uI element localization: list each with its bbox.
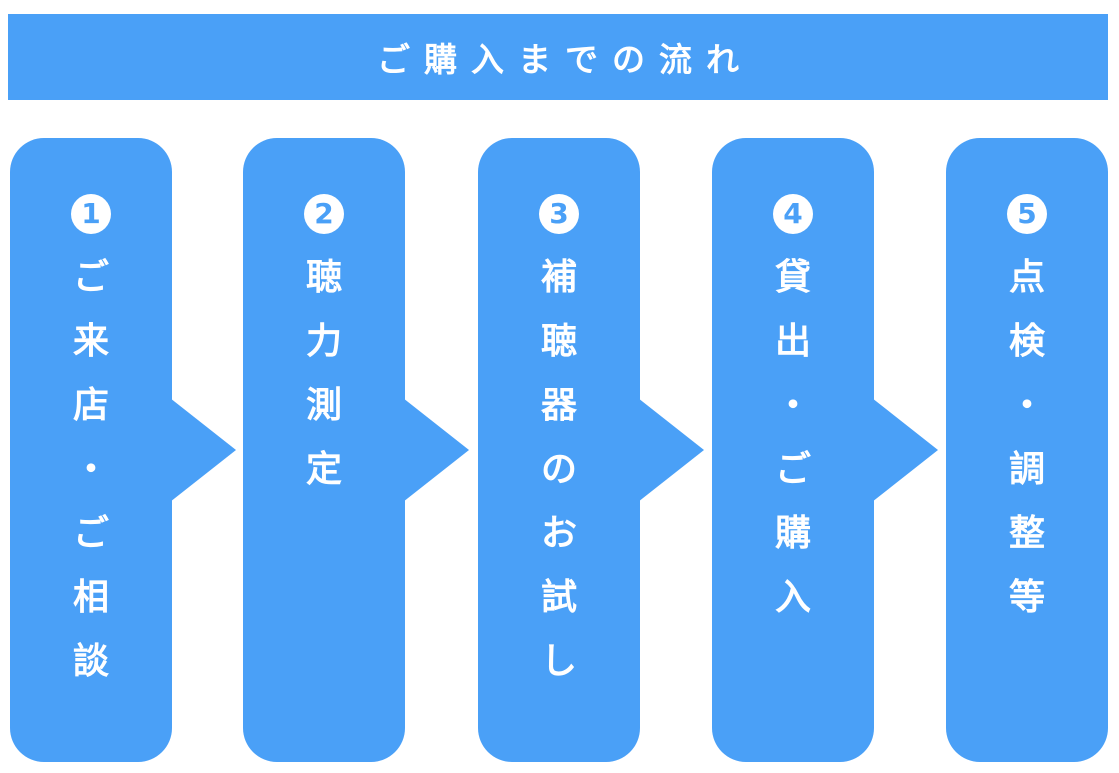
step-char: 検 <box>1008 321 1045 362</box>
step-char: 店 <box>72 385 109 426</box>
flow-step-5: 5 点 検 ・ 調 整 等 <box>946 138 1108 762</box>
step-number-badge: 1 <box>71 194 111 234</box>
flow-arrow-icon <box>170 398 236 502</box>
step-char: 整 <box>1008 513 1045 554</box>
step-number-badge: 5 <box>1007 194 1047 234</box>
step-char: ・ <box>1008 385 1045 426</box>
step-char: 調 <box>1008 449 1045 490</box>
step-char: お <box>540 513 577 554</box>
step-char: 力 <box>305 321 342 362</box>
flow-arrow-icon <box>638 398 704 502</box>
flow-step-1: 1 ご 来 店 ・ ご 相 談 <box>10 138 172 762</box>
step-char: 聴 <box>540 321 577 362</box>
flow-arrow-icon <box>872 398 938 502</box>
step-label: 貸 出 ・ ご 購 入 <box>763 246 823 630</box>
flow-step-2: 2 聴 力 測 定 <box>243 138 405 762</box>
step-char: 来 <box>72 321 109 362</box>
step-char: 入 <box>774 577 811 618</box>
step-char: ・ <box>72 449 109 490</box>
step-char: 聴 <box>305 257 342 298</box>
step-char: ご <box>774 449 811 490</box>
step-number-badge: 3 <box>539 194 579 234</box>
step-char: 定 <box>305 449 342 490</box>
step-label: 点 検 ・ 調 整 等 <box>997 246 1057 630</box>
flow-step-3: 3 補 聴 器 の お 試 し <box>478 138 640 762</box>
step-char: 購 <box>774 513 811 554</box>
step-char: ・ <box>774 385 811 426</box>
step-char: ご <box>72 257 109 298</box>
step-char: 貸 <box>774 257 811 298</box>
flow-step-4: 4 貸 出 ・ ご 購 入 <box>712 138 874 762</box>
step-char: ご <box>72 513 109 554</box>
step-char: 相 <box>72 577 109 618</box>
step-char: 器 <box>540 385 577 426</box>
page-title: ご購入までの流れ <box>377 40 753 79</box>
step-number-badge: 2 <box>304 194 344 234</box>
step-char: 談 <box>72 641 109 682</box>
step-char: 試 <box>540 577 577 618</box>
step-char: 測 <box>305 385 342 426</box>
step-char: 補 <box>540 257 577 298</box>
step-number-badge: 4 <box>773 194 813 234</box>
step-label: 聴 力 測 定 <box>294 246 354 502</box>
step-char: 出 <box>774 321 811 362</box>
flow-header: ご購入までの流れ <box>8 14 1108 100</box>
flow-arrow-icon <box>403 398 469 502</box>
step-label: 補 聴 器 の お 試 し <box>529 246 589 694</box>
step-char: 点 <box>1008 257 1045 298</box>
step-char: し <box>540 641 577 682</box>
step-label: ご 来 店 ・ ご 相 談 <box>61 246 121 694</box>
step-char: の <box>540 449 577 490</box>
step-char: 等 <box>1008 577 1045 618</box>
